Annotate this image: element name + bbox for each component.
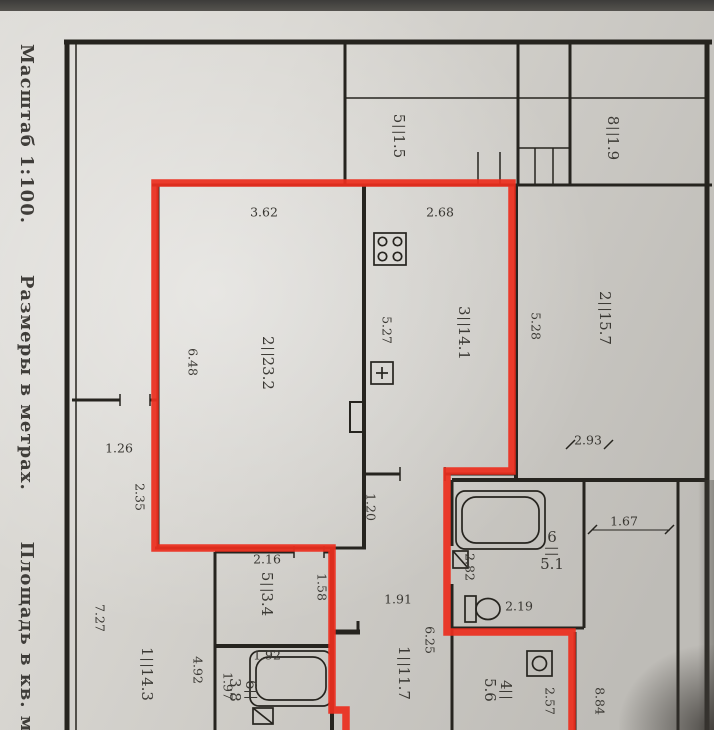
room-label-room-15-7: 215.7 — [595, 291, 614, 345]
sink-icon — [452, 550, 469, 569]
room-label-balcony-5: 51.5 — [389, 113, 408, 159]
room-area: 23.2 — [258, 356, 277, 390]
dim-label: 1.58 — [314, 573, 330, 601]
room-number: 6 — [241, 679, 260, 690]
dim-label: 1.26 — [105, 440, 133, 456]
dim-label: 1.67 — [610, 513, 638, 529]
room-number: 5 — [389, 113, 408, 124]
fraction-bar — [261, 347, 275, 355]
dim-label: 1.91 — [384, 591, 412, 607]
room-area: 5.6 — [481, 678, 499, 702]
fixture-icons — [249, 232, 553, 725]
vent-plus-icon — [370, 361, 394, 385]
fraction-bar — [457, 317, 471, 325]
room-area: 1.9 — [603, 136, 622, 161]
room-number: 4 — [496, 679, 515, 690]
fraction-bar — [499, 691, 513, 699]
toilet-icon — [464, 595, 501, 623]
dim-label: 6.25 — [422, 626, 438, 654]
room-number: 5 — [257, 571, 276, 582]
fraction-bar — [545, 547, 559, 555]
room-number: 6 — [547, 527, 557, 546]
room-area: 1.5 — [389, 134, 408, 159]
room-label-hallway: 111.7 — [394, 646, 413, 700]
room-area: 3.8 — [226, 678, 244, 702]
washing-machine-icon — [526, 650, 553, 677]
fraction-bar — [598, 302, 612, 310]
room-area: 14.3 — [137, 667, 156, 701]
photo-edge-shadow — [0, 0, 714, 11]
dim-label: 2.82 — [462, 553, 478, 581]
photo-corner-shadow — [619, 645, 714, 730]
highlight-outline — [151, 179, 576, 730]
room-number: 2 — [258, 336, 277, 346]
room-label-room-14-3: 114.3 — [137, 647, 156, 701]
fraction-bar — [260, 583, 274, 591]
dim-label: 4.92 — [190, 656, 206, 684]
dim-label: 3.62 — [250, 204, 278, 220]
room-number: 2 — [595, 291, 614, 301]
room-label-bathroom-3-8: 63.8 — [226, 670, 260, 710]
fraction-bar — [397, 657, 411, 665]
dim-label: 6.48 — [185, 348, 201, 376]
room-number: 1 — [394, 646, 413, 656]
room-label-living: 223.2 — [258, 336, 277, 390]
room-area: 5.1 — [540, 554, 564, 573]
sink-small-icon — [252, 707, 274, 725]
room-label-kitchen: 314.1 — [454, 306, 473, 360]
room-label-balcony-8: 81.9 — [603, 115, 622, 161]
dim-label: 2.35 — [132, 483, 148, 511]
room-number: 3 — [454, 306, 473, 316]
stove-icon — [373, 232, 407, 266]
fraction-bar — [392, 125, 406, 133]
room-label-wc-5-6: 45.6 — [481, 670, 515, 710]
fraction-bar — [244, 691, 258, 699]
room-area: 14.1 — [454, 326, 473, 360]
scale-caption: Масштаб 1:100. Размеры в метрах. Площадь… — [16, 44, 37, 730]
room-area: 11.7 — [394, 666, 413, 700]
dim-label: 1.20 — [363, 493, 379, 521]
dim-label: 2.57 — [542, 687, 558, 715]
dim-label: 5.28 — [528, 312, 544, 340]
room-number: 8 — [603, 115, 622, 126]
fraction-bar — [606, 127, 620, 135]
apartment-red-outline — [151, 179, 576, 730]
room-label-room-3-4: 53.4 — [257, 571, 276, 617]
bathtub-icon — [455, 490, 546, 550]
dim-label: 8.84 — [592, 687, 608, 715]
room-area: 15.7 — [595, 311, 614, 345]
dim-label: 2.68 — [426, 204, 454, 220]
dim-label: 2.93 — [574, 432, 602, 448]
dim-label: 5.27 — [379, 316, 395, 344]
room-number: 1 — [137, 647, 156, 657]
dim-label: 7.27 — [92, 604, 108, 632]
dim-label: 2.19 — [505, 598, 533, 614]
room-area: 3.4 — [257, 592, 276, 617]
dim-label: 1.97 — [220, 672, 236, 700]
dim-label: 1.92 — [253, 647, 281, 663]
dim-label: 2.16 — [253, 551, 281, 567]
fraction-bar — [140, 658, 154, 666]
